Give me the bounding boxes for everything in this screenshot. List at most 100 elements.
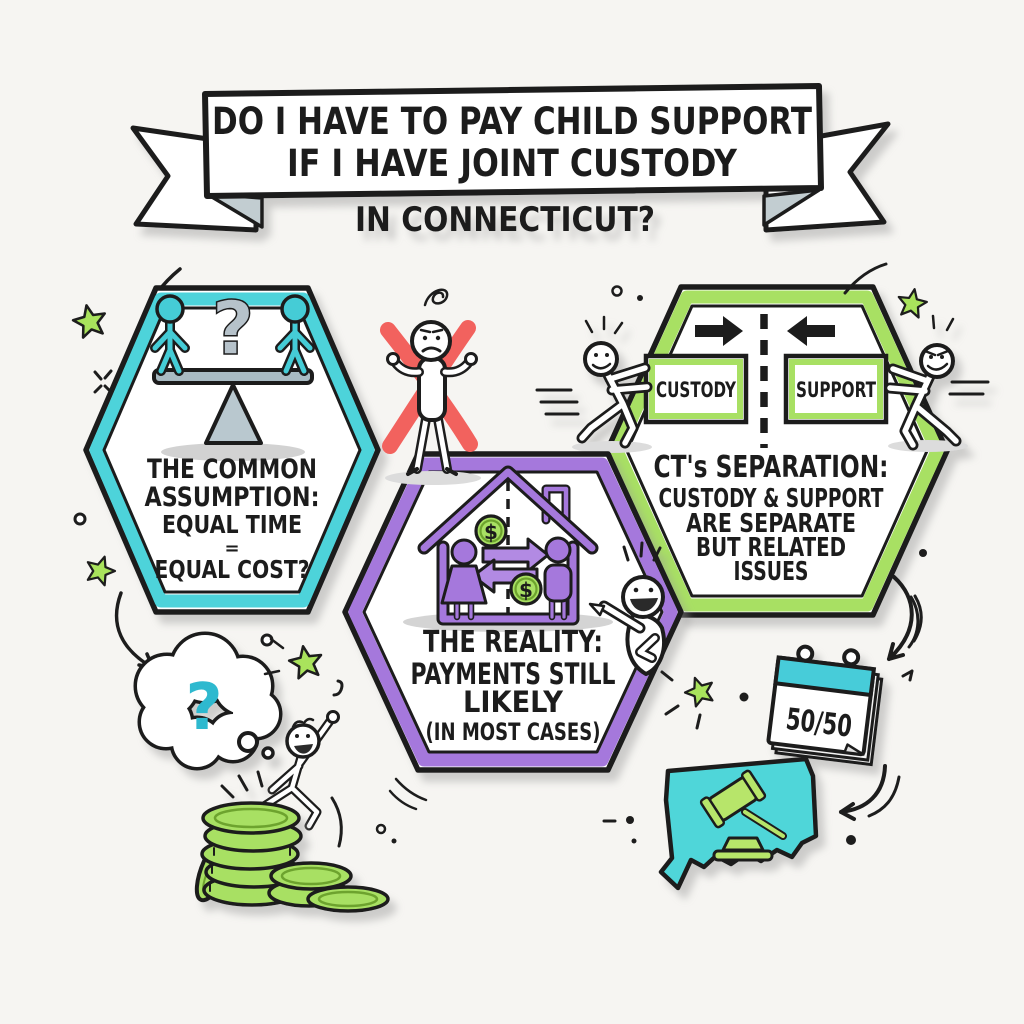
hex-reality: $ $ THE REALITY: PAYMENTS STILL LIKELY (… [342,451,684,773]
reality-body-line1: PAYMENTS STILL [411,657,616,691]
arrow-echo-line [907,595,920,649]
jump-swoosh [330,796,343,848]
jumping-figure [251,710,343,848]
gray-question-mark: ? [212,286,255,372]
coin-stacks-icon [194,770,390,913]
assumption-body-line3: EQUAL COST? [155,555,310,584]
star-icon [71,302,109,339]
star-icon [287,643,324,679]
support-box: SUPPORT [783,353,889,425]
hex-reality-band [348,457,678,767]
custody-box: CUSTODY [643,353,749,425]
calendar-label: 50/50 [784,702,854,745]
dot-ring [611,285,623,297]
excitement-lines [622,541,662,562]
star-icon [83,552,119,587]
dollar-coin-top-icon: $ [474,514,508,548]
pushing-figure-right [884,314,990,452]
dot-ring [73,512,87,526]
svg-text:$: $ [519,578,533,602]
custody-box-label: CUSTODY [656,378,737,402]
father-figure-icon [543,536,573,621]
parent-figure-right-icon [275,294,315,376]
star-icon [896,287,929,319]
gavel-icon [699,769,787,862]
fist [326,710,340,724]
calendar-ring-left [796,644,815,663]
dot [919,549,927,557]
hair-lines [291,717,315,729]
confused-figure-crossed-out [380,288,481,485]
balance-scale-icon [152,368,314,461]
dot [637,295,643,301]
banner-fold-right [762,188,821,227]
curved-arrow-down-icon [114,591,155,670]
dot-ring [375,823,387,835]
reality-body-line2: LIKELY [463,685,564,719]
mother-figure-icon [440,538,488,621]
curved-arrow-to-state-icon [839,764,887,821]
separation-body-line3: BUT RELATED [696,533,846,563]
dot [846,835,856,845]
bubble-trail-large [237,731,259,753]
pointing-figure [588,541,666,676]
calendar-ring-right [842,648,861,667]
title-banner: DO I HAVE TO PAY CHILD SUPPORT IF I HAVE… [130,83,891,240]
calendar-50-50: 50/50 [766,644,884,767]
assumption-body-line2: = [224,538,239,559]
banner-title-line3: IN CONNECTICUT? [355,200,655,240]
banner-title-line2: IF I HAVE JOINT CUSTODY [287,142,738,185]
arrow-echo-line [867,775,901,818]
connecticut-state-icon [658,756,819,891]
sparkle-lines [584,315,624,335]
dot [391,838,397,844]
reality-body-line3: (IN MOST CASES) [426,718,601,746]
comma-mark [332,679,344,697]
dot [739,692,749,702]
decor-right-hex [611,262,929,319]
page-curl [843,743,865,756]
separation-heading: CT's SEPARATION: [654,450,889,485]
banner-title-line1: DO I HAVE TO PAY CHILD SUPPORT [212,100,813,143]
decor-right-side [660,549,927,845]
speed-lines [535,388,580,416]
separation-body-line4: ISSUES [734,557,809,587]
assumption-heading-line2: ASSUMPTION: [145,482,320,513]
bubble-trail-small [261,746,275,760]
swoosh-line [843,262,888,295]
teal-question-mark: ? [185,671,222,745]
separation-body-line1: CUSTODY & SUPPORT [659,484,884,514]
hex-assumption: ? THE COMMON ASSUMPTION: EQUAL TIME = EQ… [83,285,381,615]
speed-lines [948,380,990,396]
assumption-heading-line1: THE COMMON [147,454,317,485]
dollar-coin-bottom-icon: $ [509,572,543,606]
confusion-scribble-icon [423,288,449,307]
dot [631,838,637,844]
dot [626,816,634,824]
curved-arrow-to-calendar-icon [887,575,914,661]
support-box-label: SUPPORT [796,378,876,402]
arrow-right-icon [695,316,743,346]
star-icon [681,673,717,708]
sparkle-x-icon [93,369,113,394]
hex-separation: CUSTODY SUPPORT CT's SEPARATION: CUSTODY… [535,284,990,618]
decor-mid [260,633,637,844]
thought-bubble: ? [133,631,283,771]
separation-body-line2: ARE SEPARATE [686,509,856,539]
sparkle-lines [263,637,285,676]
svg-text:$: $ [484,520,498,544]
tick-mark [901,669,914,682]
assumption-body-line1: EQUAL TIME [162,510,302,539]
calendar-header [773,655,877,698]
sparkle-lines [220,770,264,799]
arrow-left-icon [787,316,835,346]
pushing-figure-left [535,315,653,453]
banner-band [202,83,824,199]
parent-figure-left-icon [150,294,190,376]
sparkle-lines [931,314,955,332]
reality-heading: THE REALITY: [423,625,603,660]
sparkle-lines [660,670,702,730]
curve-mark [912,594,923,643]
